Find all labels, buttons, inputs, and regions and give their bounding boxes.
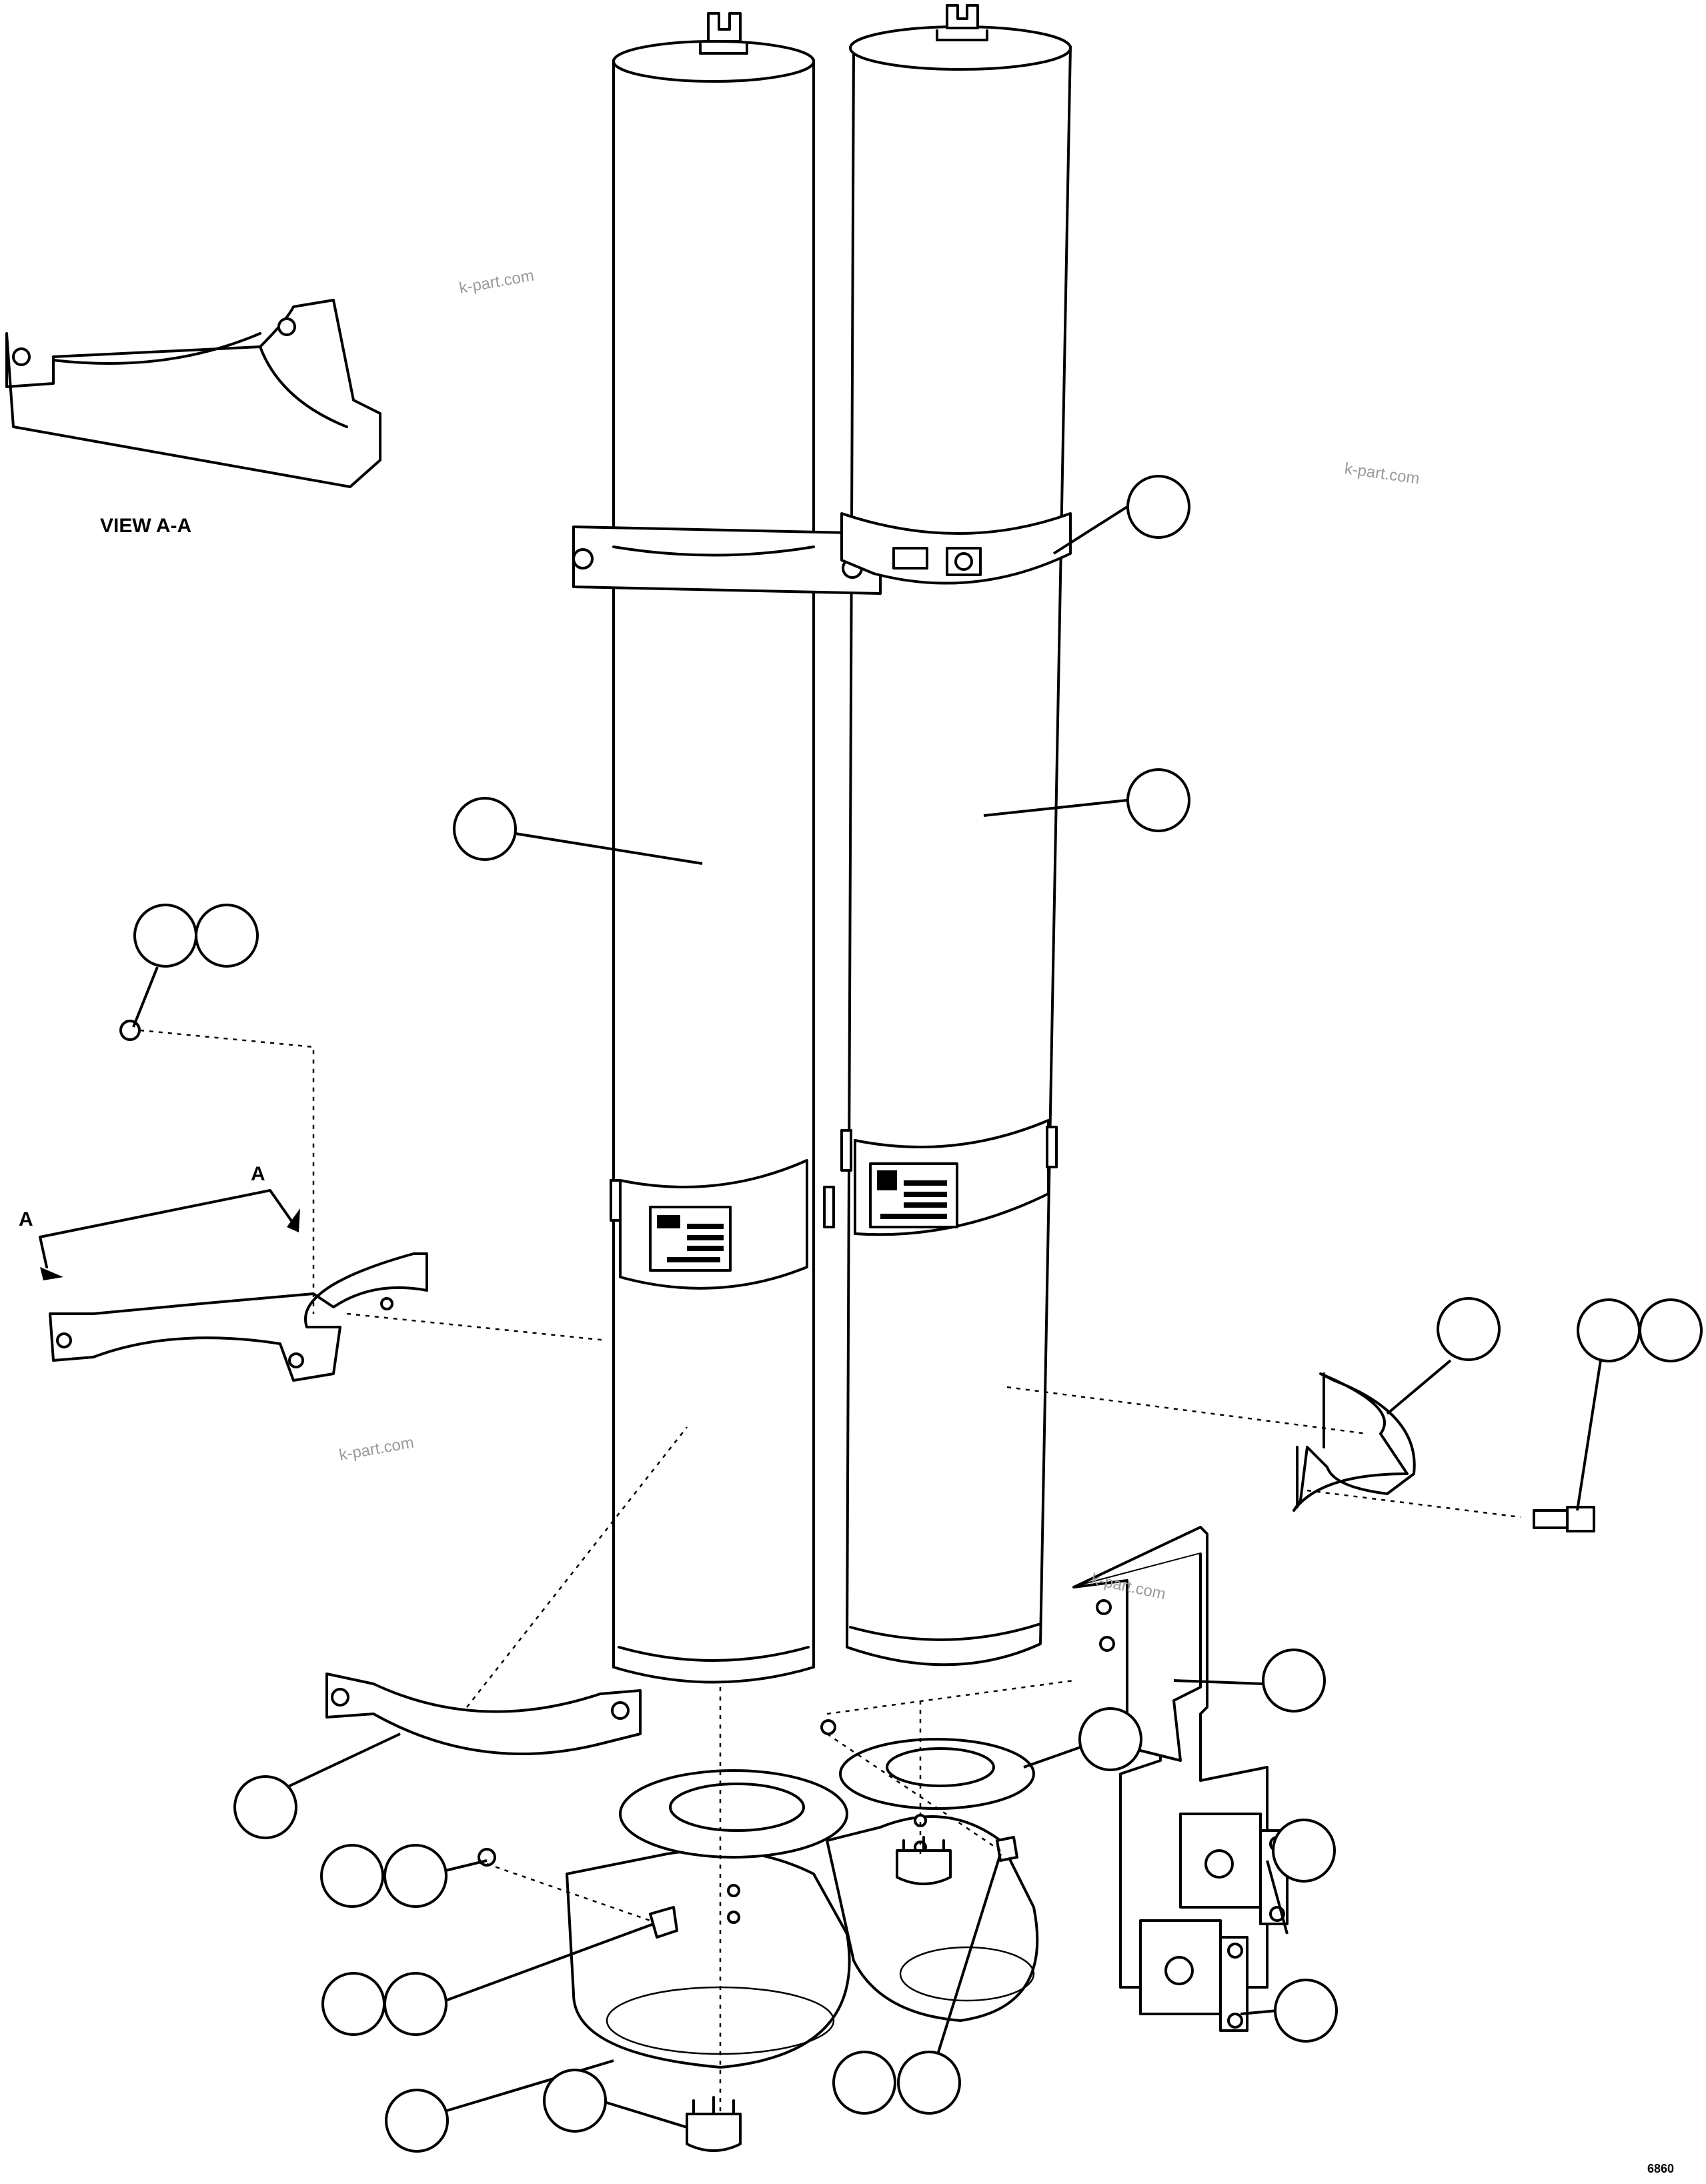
callout-circle bbox=[1639, 1298, 1703, 1362]
upper-clamp-left bbox=[572, 525, 882, 595]
callout-circle bbox=[385, 2089, 449, 2153]
watermark: k-part.com bbox=[1343, 459, 1421, 488]
section-mark-left: A bbox=[19, 1208, 33, 1230]
mounting-bracket bbox=[1072, 1526, 1289, 2032]
callout-circle bbox=[233, 1775, 297, 1839]
watermark: k-part.com bbox=[337, 1434, 415, 1464]
callout-circle bbox=[383, 1844, 448, 1908]
callout-circle bbox=[1126, 768, 1190, 832]
leader-lines bbox=[132, 505, 1602, 2129]
base-cradle-right bbox=[826, 1738, 1039, 2022]
callout-circle bbox=[543, 2069, 607, 2133]
upper-clamp-right bbox=[840, 512, 1072, 585]
callouts bbox=[133, 475, 1703, 2153]
section-mark-right: A bbox=[251, 1163, 265, 1185]
callout-circle bbox=[195, 904, 259, 968]
callout-circle bbox=[1577, 1298, 1641, 1362]
bolt-right bbox=[1533, 1506, 1595, 1532]
callout-circle bbox=[1274, 1979, 1338, 2043]
callout-circle bbox=[383, 1972, 448, 2036]
callout-circle bbox=[897, 2051, 961, 2115]
callout-circle bbox=[832, 2051, 896, 2115]
right-side-clamp bbox=[1293, 1372, 1416, 1512]
view-aa-label: VIEW A-A bbox=[100, 515, 191, 537]
mid-left-clamp bbox=[49, 1252, 428, 1382]
callout-circle bbox=[1262, 1649, 1326, 1713]
watermark: k-part.com bbox=[458, 267, 535, 297]
callout-circle bbox=[1272, 1819, 1336, 1883]
callout-circle bbox=[1126, 475, 1190, 539]
callout-circle bbox=[320, 1844, 384, 1908]
lower-left-clamp bbox=[325, 1673, 642, 1755]
base-cradle-left bbox=[566, 1769, 851, 2069]
view-aa-clamp bbox=[5, 299, 381, 488]
callout-circle bbox=[133, 904, 197, 968]
callout-circle bbox=[1437, 1297, 1501, 1361]
left-cylinder bbox=[610, 12, 835, 1684]
callout-circle bbox=[1078, 1707, 1142, 1771]
right-cylinder bbox=[840, 4, 1072, 1667]
section-arrow: A A bbox=[19, 1163, 300, 1280]
alignment-lines bbox=[139, 1029, 1521, 2114]
callout-circle bbox=[453, 797, 517, 861]
callout-circle bbox=[321, 1972, 385, 2036]
hardware-small bbox=[119, 1020, 1018, 2152]
corner-code: 6860 bbox=[1647, 2162, 1674, 2175]
